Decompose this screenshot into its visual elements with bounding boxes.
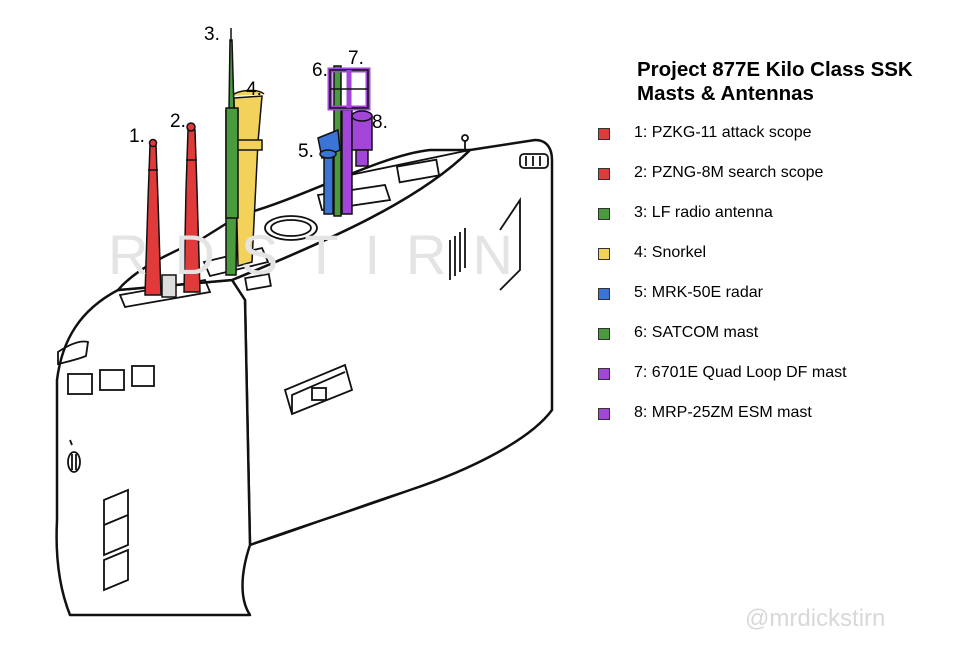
submarine-sail xyxy=(55,138,554,617)
legend-label: 6: SATCOM mast xyxy=(634,324,759,341)
callout-7: 7. xyxy=(348,48,364,69)
legend-swatch xyxy=(598,208,610,220)
mast-2-search-scope xyxy=(183,122,201,293)
callout-3: 3. xyxy=(204,24,220,45)
legend-swatch xyxy=(598,128,610,140)
diagram-title: Project 877E Kilo Class SSK Masts & Ante… xyxy=(637,58,913,106)
legend-label: 8: MRP-25ZM ESM mast xyxy=(634,404,812,421)
snorkel-gray xyxy=(161,274,177,298)
legend-swatch xyxy=(598,248,610,260)
callout-5: 5. xyxy=(298,141,314,162)
legend-label: 4: Snorkel xyxy=(634,244,707,261)
title-line-2: Masts & Antennas xyxy=(637,82,814,105)
callout-4: 4. xyxy=(246,79,262,100)
sail-details xyxy=(57,134,549,592)
callout-1: 1. xyxy=(129,126,145,147)
legend-label: 7: 6701E Quad Loop DF mast xyxy=(634,364,847,381)
mast-1-attack-scope xyxy=(144,138,162,296)
legend-swatch xyxy=(598,408,610,420)
legend-label: 2: PZNG-8M search scope xyxy=(634,164,824,181)
vent-grille xyxy=(449,228,466,280)
mast-5-mrk-50e-radar xyxy=(317,128,341,215)
legend-label: 3: LF radio antenna xyxy=(634,204,773,221)
callout-8: 8. xyxy=(372,112,388,133)
legend-swatch xyxy=(598,288,610,300)
legend-swatch xyxy=(598,368,610,380)
mast-7-quad-loop-df xyxy=(327,67,371,215)
legend-label: 1: PZKG-11 attack scope xyxy=(634,124,812,141)
watermark: RDSTIRN xyxy=(108,223,539,286)
callout-6: 6. xyxy=(312,60,328,81)
legend-swatch xyxy=(598,168,610,180)
mast-3-lf-radio-antenna xyxy=(225,28,239,276)
mast-8-esm xyxy=(351,110,373,167)
callout-2: 2. xyxy=(170,111,186,132)
legend-swatch xyxy=(598,328,610,340)
credit-watermark: @mrdickstirn xyxy=(745,605,886,632)
title-line-1: Project 877E Kilo Class SSK xyxy=(637,58,913,81)
legend-label: 5: MRK-50E radar xyxy=(634,284,763,301)
